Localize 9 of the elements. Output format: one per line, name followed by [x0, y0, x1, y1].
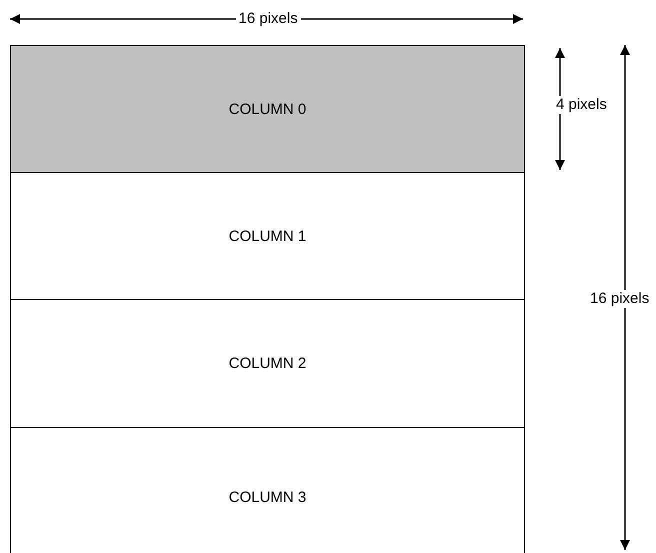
- band-label: COLUMN 3: [228, 488, 306, 506]
- column-band: [10, 172, 525, 300]
- band-label: COLUMN 0: [228, 100, 306, 118]
- column-band: [10, 299, 525, 428]
- column-band: [10, 45, 525, 173]
- band-label: COLUMN 1: [228, 228, 306, 244]
- band-label: COLUMN 2: [228, 355, 306, 372]
- dimension-label: 16 pixels: [236, 10, 301, 28]
- column-band: [10, 427, 525, 553]
